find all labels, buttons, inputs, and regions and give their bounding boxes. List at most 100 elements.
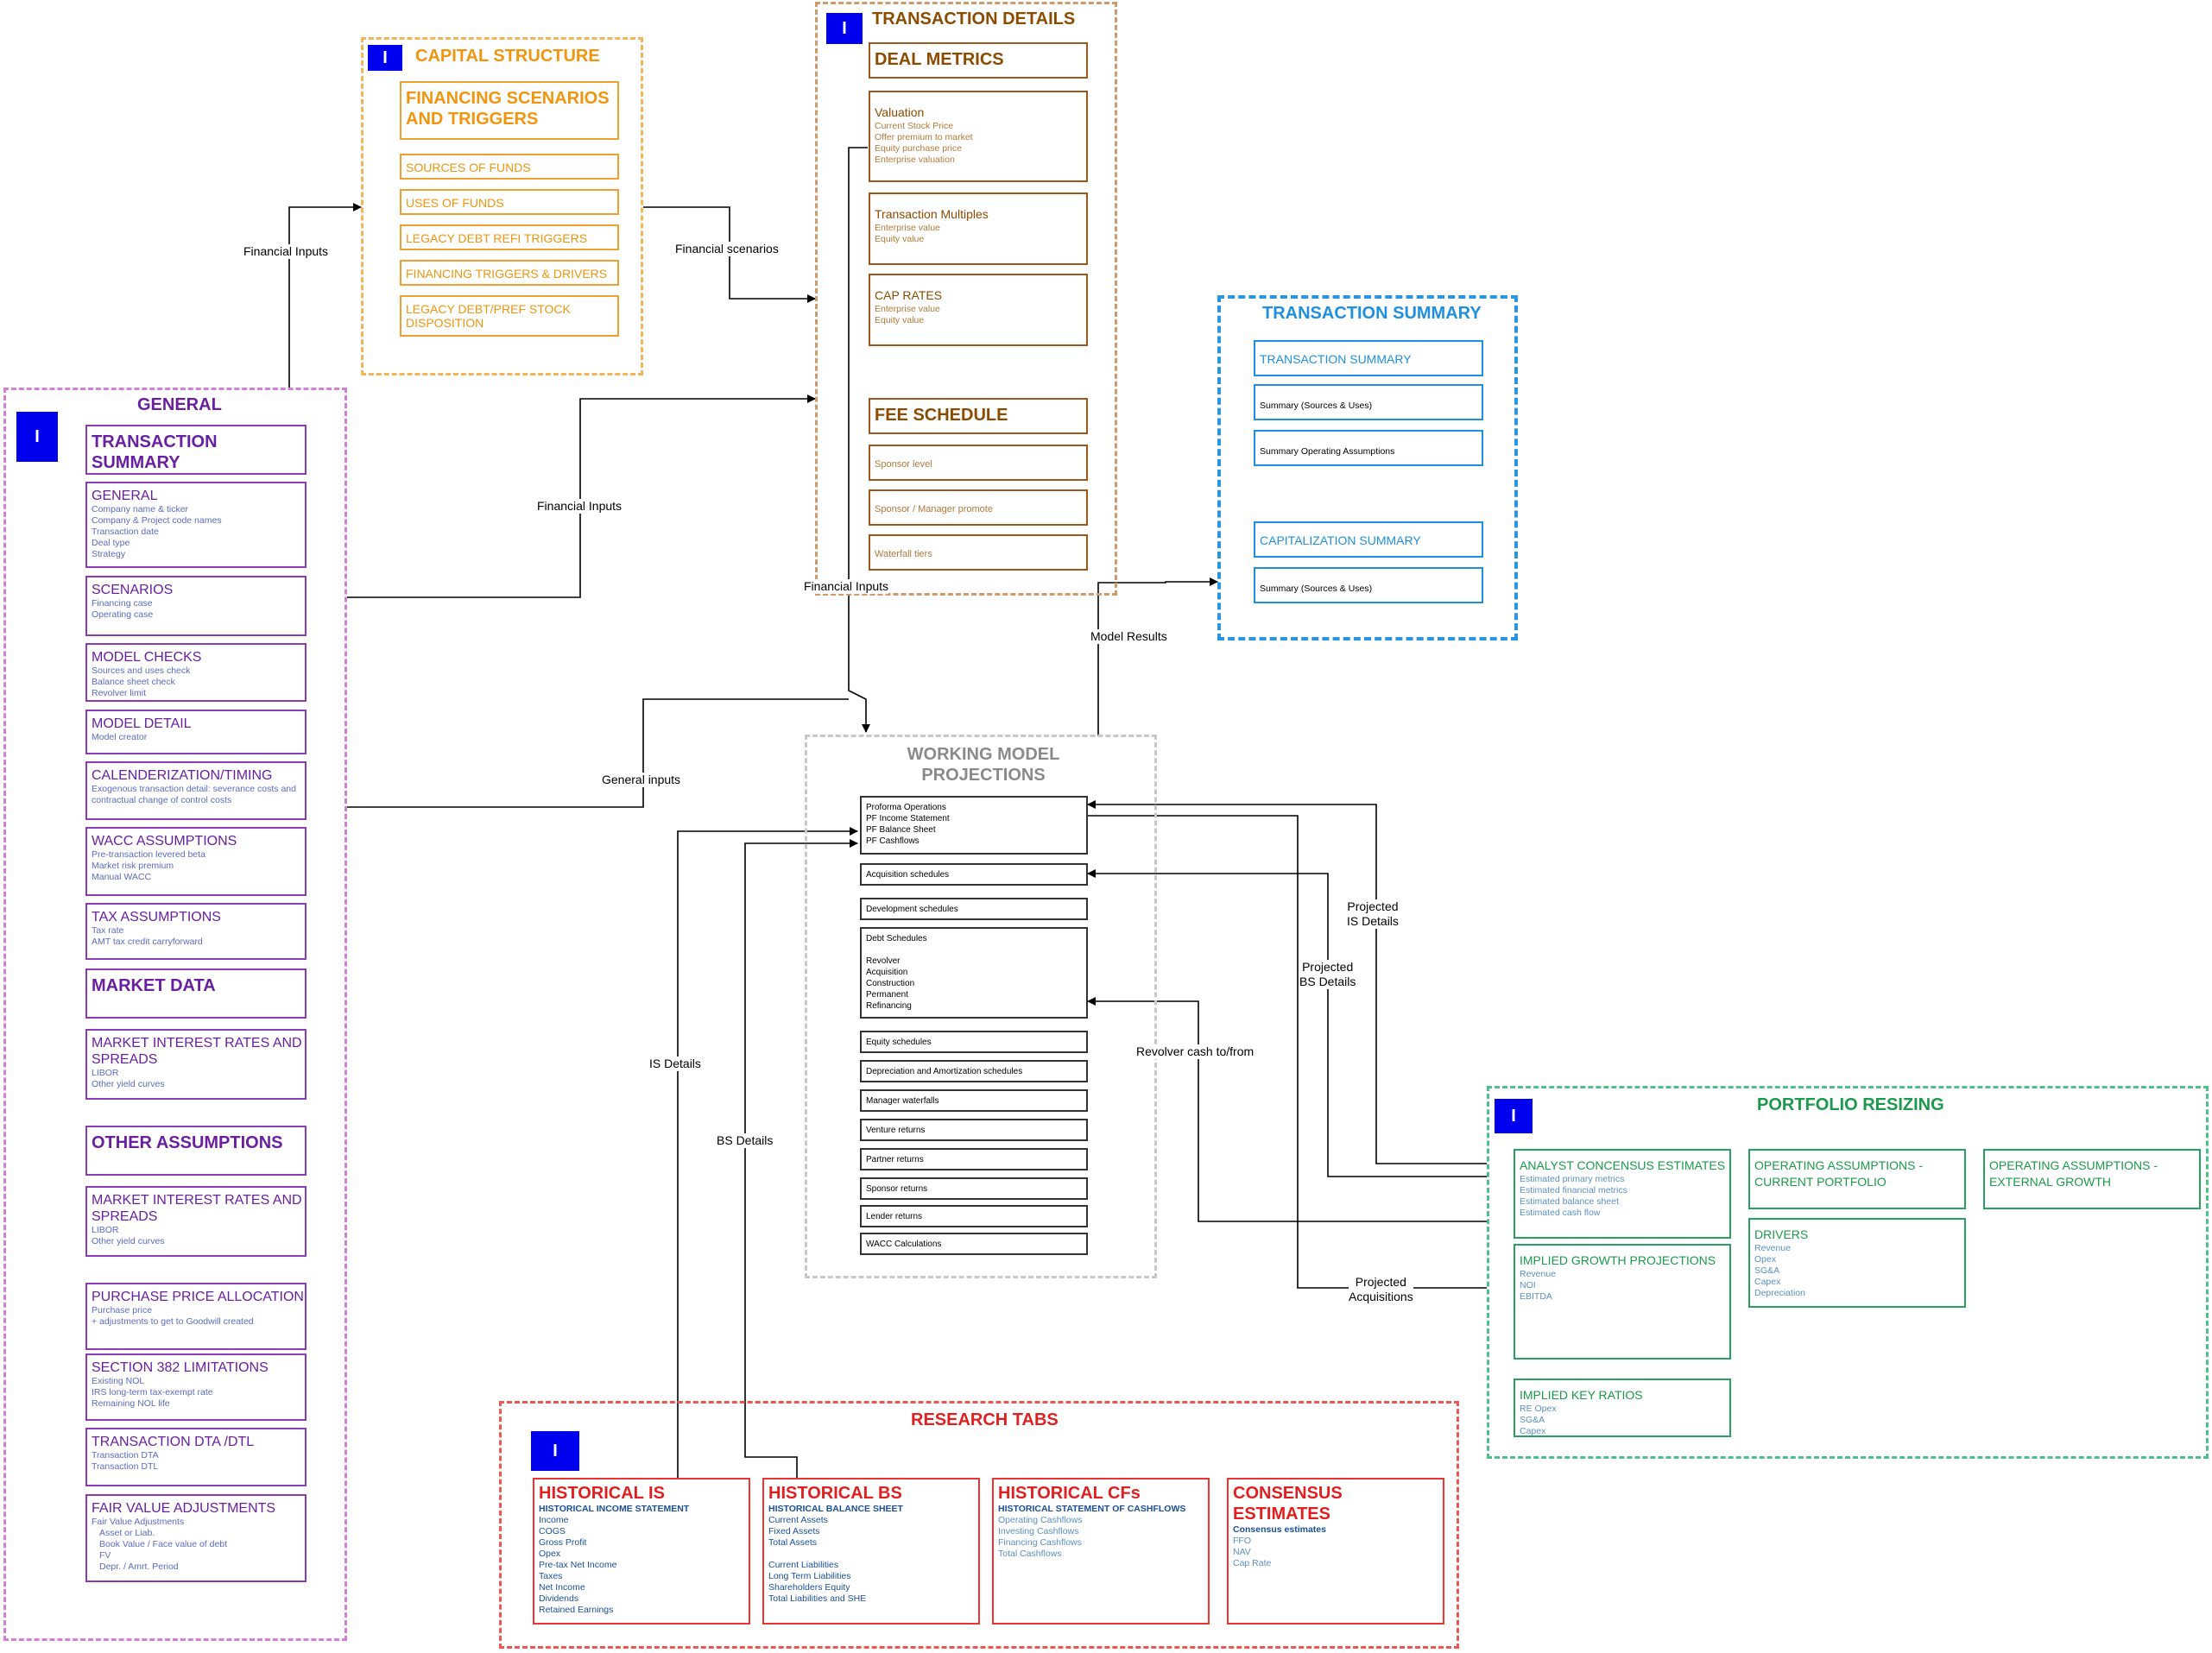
model-card[interactable]: Development schedules: [860, 898, 1088, 920]
group-badge-icon: I: [1495, 1099, 1533, 1133]
transaction-card[interactable]: Sponsor / Manager promote: [869, 489, 1088, 526]
card-heading: DEAL METRICS: [875, 50, 1004, 69]
model-card[interactable]: Partner returns: [860, 1148, 1088, 1170]
capital-card[interactable]: SOURCES OF FUNDS: [400, 154, 619, 180]
card-line: Equity value: [875, 315, 925, 325]
card-line: Transaction date: [92, 527, 159, 537]
capital-card[interactable]: FINANCING SCENARIOS AND TRIGGERS: [400, 81, 619, 140]
portfolio-card[interactable]: OPERATING ASSUMPTIONS - EXTERNAL GROWTH: [1983, 1149, 2201, 1209]
portfolio-card[interactable]: OPERATING ASSUMPTIONS - CURRENT PORTFOLI…: [1748, 1149, 1966, 1209]
card-heading: HISTORICAL CFs: [998, 1484, 1141, 1503]
general-card[interactable]: OTHER ASSUMPTIONS: [85, 1126, 307, 1176]
capital-card[interactable]: FINANCING TRIGGERS & DRIVERS: [400, 260, 619, 286]
capital-card[interactable]: USES OF FUNDS: [400, 189, 619, 215]
card-line: FFO: [1233, 1536, 1251, 1546]
group-badge-icon: I: [16, 412, 58, 462]
card-subheading: HISTORICAL INCOME STATEMENT: [539, 1504, 690, 1514]
model-card[interactable]: Venture returns: [860, 1119, 1088, 1141]
card-line: Opex: [1754, 1254, 1777, 1265]
model-card[interactable]: Manager waterfalls: [860, 1089, 1088, 1112]
capital-card[interactable]: LEGACY DEBT REFI TRIGGERS: [400, 224, 619, 250]
card-line: AMT tax credit carryforward: [92, 937, 203, 947]
card-line: FV: [99, 1550, 111, 1561]
card-line: Gross Profit: [539, 1537, 587, 1548]
edge-label-revolver: Revolver cash to/from: [1136, 1044, 1255, 1059]
card-line: SG&A: [1520, 1415, 1545, 1425]
transaction-card[interactable]: DEAL METRICS: [869, 42, 1088, 79]
card-line: [768, 1549, 978, 1560]
card-line: Model creator: [92, 732, 148, 742]
summary-card[interactable]: TRANSACTION SUMMARY: [1254, 340, 1483, 376]
group-title: GENERAL: [137, 395, 222, 414]
card-line: Refinancing: [866, 1001, 912, 1011]
card-line: Equity schedules: [866, 1038, 932, 1047]
general-card[interactable]: MARKET DATA: [85, 968, 307, 1019]
card-line: Manager waterfalls: [866, 1096, 939, 1106]
edge-label-financial-inputs: Financial Inputs: [804, 579, 889, 594]
summary-card[interactable]: Summary (Sources & Uses): [1254, 384, 1483, 420]
card-heading: FAIR VALUE ADJUSTMENTS: [92, 1501, 276, 1516]
summary-card[interactable]: Summary (Sources & Uses): [1254, 567, 1483, 603]
card-line: Development schedules: [866, 905, 958, 914]
transaction-card[interactable]: Waterfall tiers: [869, 534, 1088, 571]
model-card[interactable]: WACC Calculations: [860, 1233, 1088, 1255]
model-card[interactable]: Equity schedules: [860, 1031, 1088, 1053]
edge-projected-bs: [1087, 869, 1487, 1177]
card-heading: FINANCING TRIGGERS & DRIVERS: [406, 267, 608, 281]
transaction-card[interactable]: FEE SCHEDULE: [869, 398, 1088, 434]
model-card[interactable]: Sponsor returns: [860, 1177, 1088, 1200]
card-heading: FEE SCHEDULE: [875, 406, 1008, 425]
card-line: Operating Cashflows: [998, 1515, 1083, 1525]
card-line: Estimated balance sheet: [1520, 1196, 1619, 1207]
card-line: PF Balance Sheet: [866, 825, 936, 835]
card-line: Other yield curves: [92, 1079, 165, 1089]
capital-card[interactable]: LEGACY DEBT/PREF STOCK DISPOSITION: [400, 295, 619, 337]
card-line: Estimated cash flow: [1520, 1208, 1601, 1218]
model-card[interactable]: Lender returns: [860, 1205, 1088, 1227]
card-line: Revenue: [1754, 1243, 1792, 1253]
general-card[interactable]: TRANSACTION SUMMARY: [85, 425, 307, 475]
card-heading: Waterfall tiers: [875, 549, 932, 559]
summary-card[interactable]: Summary Operating Assumptions: [1254, 430, 1483, 466]
model-card[interactable]: Depreciation and Amortization schedules: [860, 1060, 1088, 1082]
card-line: Investing Cashflows: [998, 1526, 1079, 1536]
card-line: Taxes: [539, 1571, 563, 1581]
card-line: PF Income Statement: [866, 814, 950, 823]
group-title: CAPITAL STRUCTURE: [415, 47, 600, 66]
model-card[interactable]: Acquisition schedules: [860, 863, 1088, 886]
card-heading: HISTORICAL IS: [539, 1484, 665, 1503]
summary-card[interactable]: CAPITALIZATION SUMMARY: [1254, 521, 1483, 558]
card-heading: MODEL DETAIL: [92, 716, 192, 731]
card-heading: Summary (Sources & Uses): [1260, 401, 1373, 411]
card-line: Opex: [539, 1549, 561, 1559]
transaction-card[interactable]: Sponsor level: [869, 445, 1088, 481]
